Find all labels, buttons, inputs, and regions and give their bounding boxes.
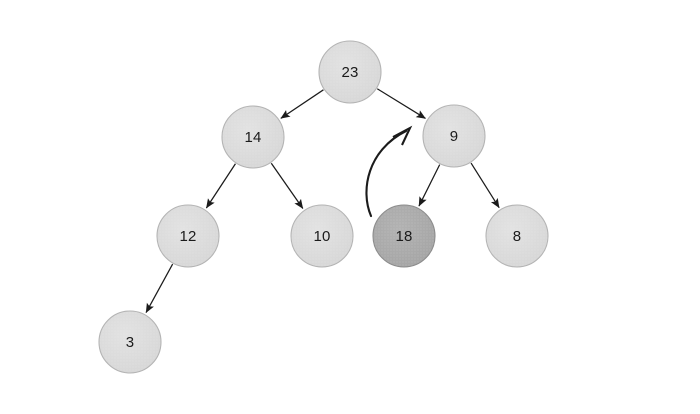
tree-edge-23-to-14 bbox=[280, 89, 324, 119]
tree-edge-23-to-9 bbox=[376, 88, 426, 119]
tree-edge-14-to-10 bbox=[270, 162, 304, 209]
edge-layer bbox=[145, 88, 500, 314]
tree-node-10[interactable]: 10 bbox=[290, 204, 354, 268]
tree-node-23[interactable]: 23 bbox=[318, 40, 382, 104]
node-texture-9 bbox=[423, 105, 485, 167]
tree-edge-14-to-12 bbox=[205, 163, 236, 209]
tree-node-8[interactable]: 8 bbox=[485, 204, 549, 268]
node-texture-8 bbox=[486, 205, 548, 267]
swap-arrow-curve bbox=[365, 129, 408, 218]
node-texture-18 bbox=[373, 205, 435, 267]
tree-node-9[interactable]: 9 bbox=[422, 104, 486, 168]
tree-node-14[interactable]: 14 bbox=[221, 105, 285, 169]
tree-edge-9-to-18 bbox=[418, 164, 441, 207]
tree-edge-12-to-3 bbox=[145, 263, 174, 314]
annotation-arrow-layer bbox=[365, 125, 413, 218]
node-texture-10 bbox=[291, 205, 353, 267]
node-texture-12 bbox=[157, 205, 219, 267]
tree-node-3[interactable]: 3 bbox=[98, 310, 162, 374]
node-texture-3 bbox=[99, 311, 161, 373]
swap-arrow-head-icon bbox=[392, 125, 413, 146]
tree-edge-9-to-8 bbox=[470, 162, 500, 209]
tree-node-12[interactable]: 12 bbox=[156, 204, 220, 268]
node-layer: 23 14 9 12 10 18 8 3 bbox=[98, 40, 549, 374]
node-texture-14 bbox=[222, 106, 284, 168]
tree-node-18[interactable]: 18 bbox=[372, 204, 436, 268]
node-texture-23 bbox=[319, 41, 381, 103]
